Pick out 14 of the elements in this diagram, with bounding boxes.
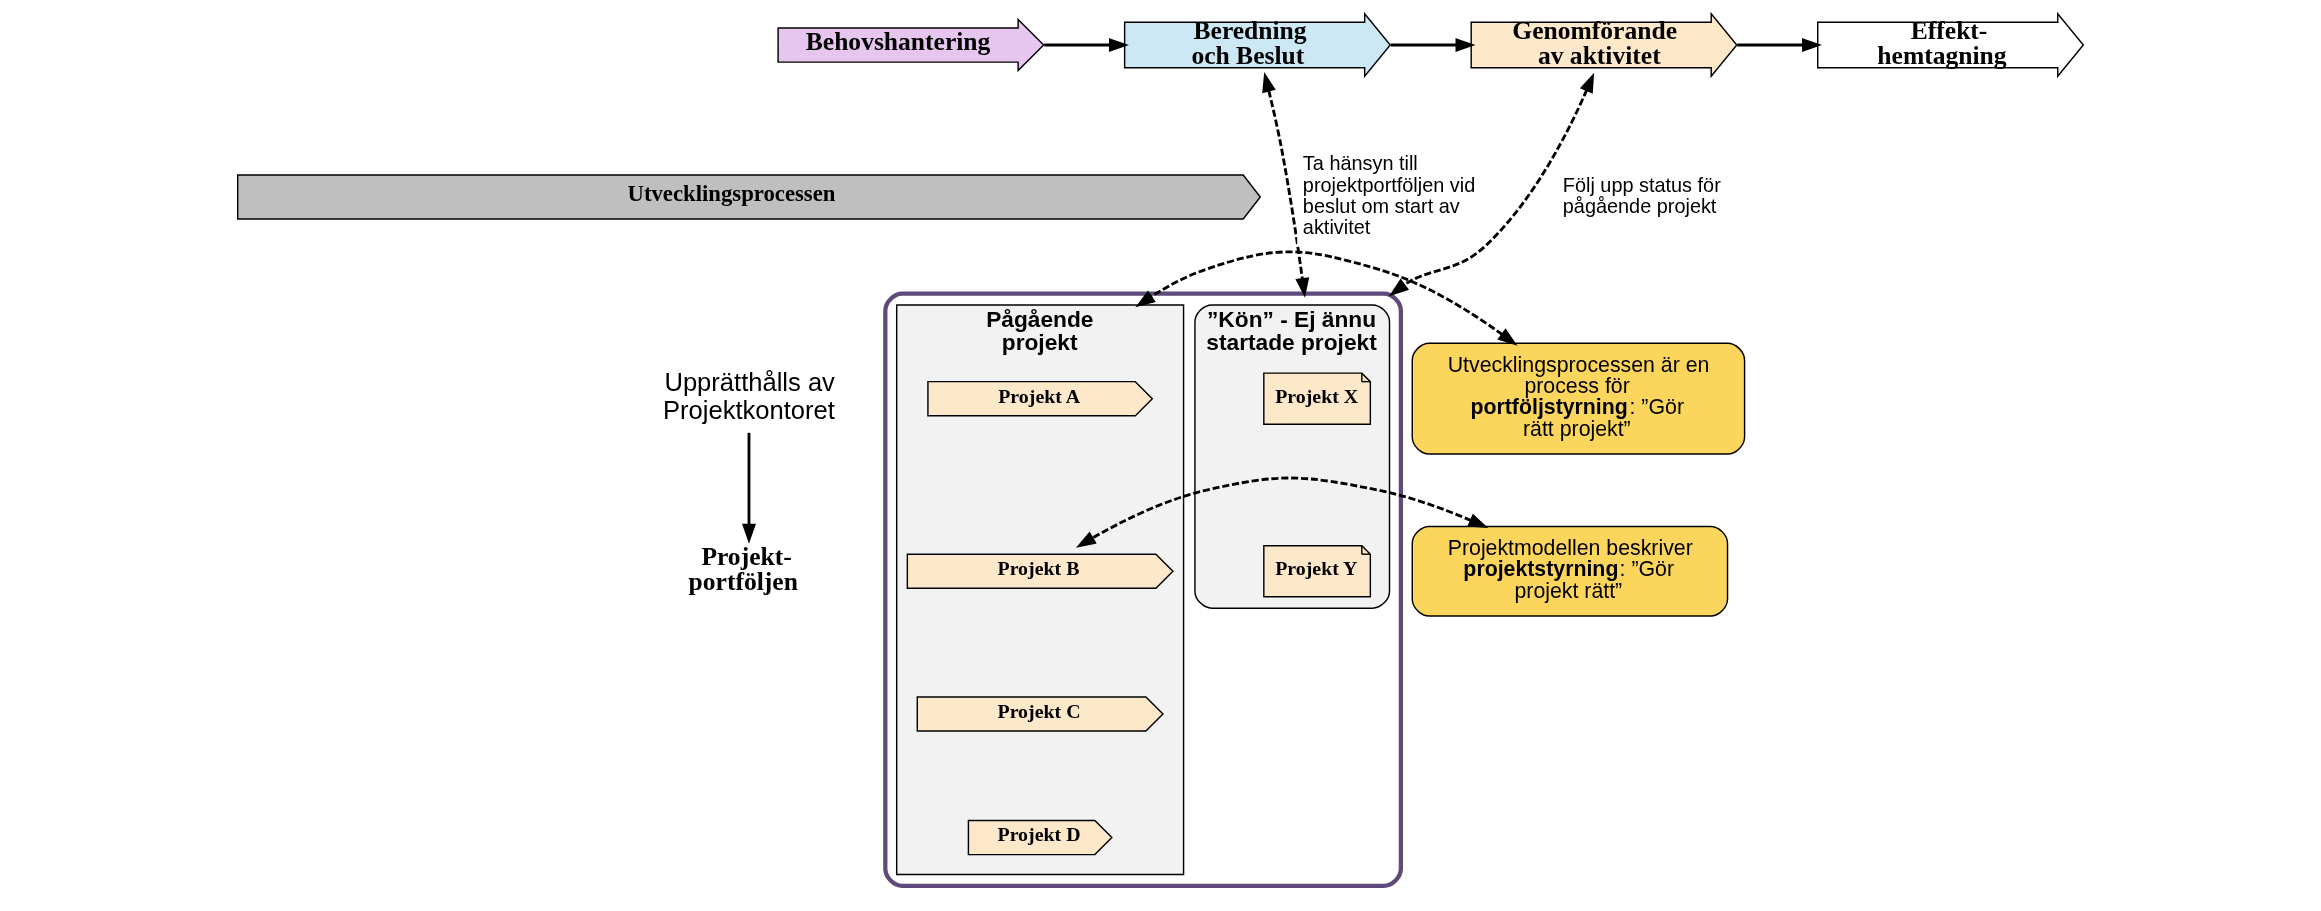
node-text: Upprätthålls av Projektkontoret — [663, 367, 835, 425]
node-box: Projektmodellen beskriver projektstyrning: ”Gör projekt rätt” — [1411, 525, 1729, 617]
node-text: Projekt- portföljen — [688, 541, 798, 597]
arrow — [1388, 72, 1595, 297]
arrow — [1075, 476, 1489, 548]
arrow — [1390, 38, 1476, 52]
arrow — [1737, 38, 1822, 52]
arrow — [1262, 72, 1310, 298]
node-box: Utvecklingsprocessen är en process för portföljstyrning: ”Gör rätt projekt” — [1411, 342, 1746, 455]
arrow — [742, 432, 756, 544]
arrow — [1135, 250, 1518, 346]
arrow — [1044, 38, 1129, 52]
edge-label: Ta hänsyn till projektportföljen vid beslut om start av aktivitet — [1302, 152, 1476, 239]
edge-label: Följ upp status för pågående projekt — [1562, 173, 1721, 217]
